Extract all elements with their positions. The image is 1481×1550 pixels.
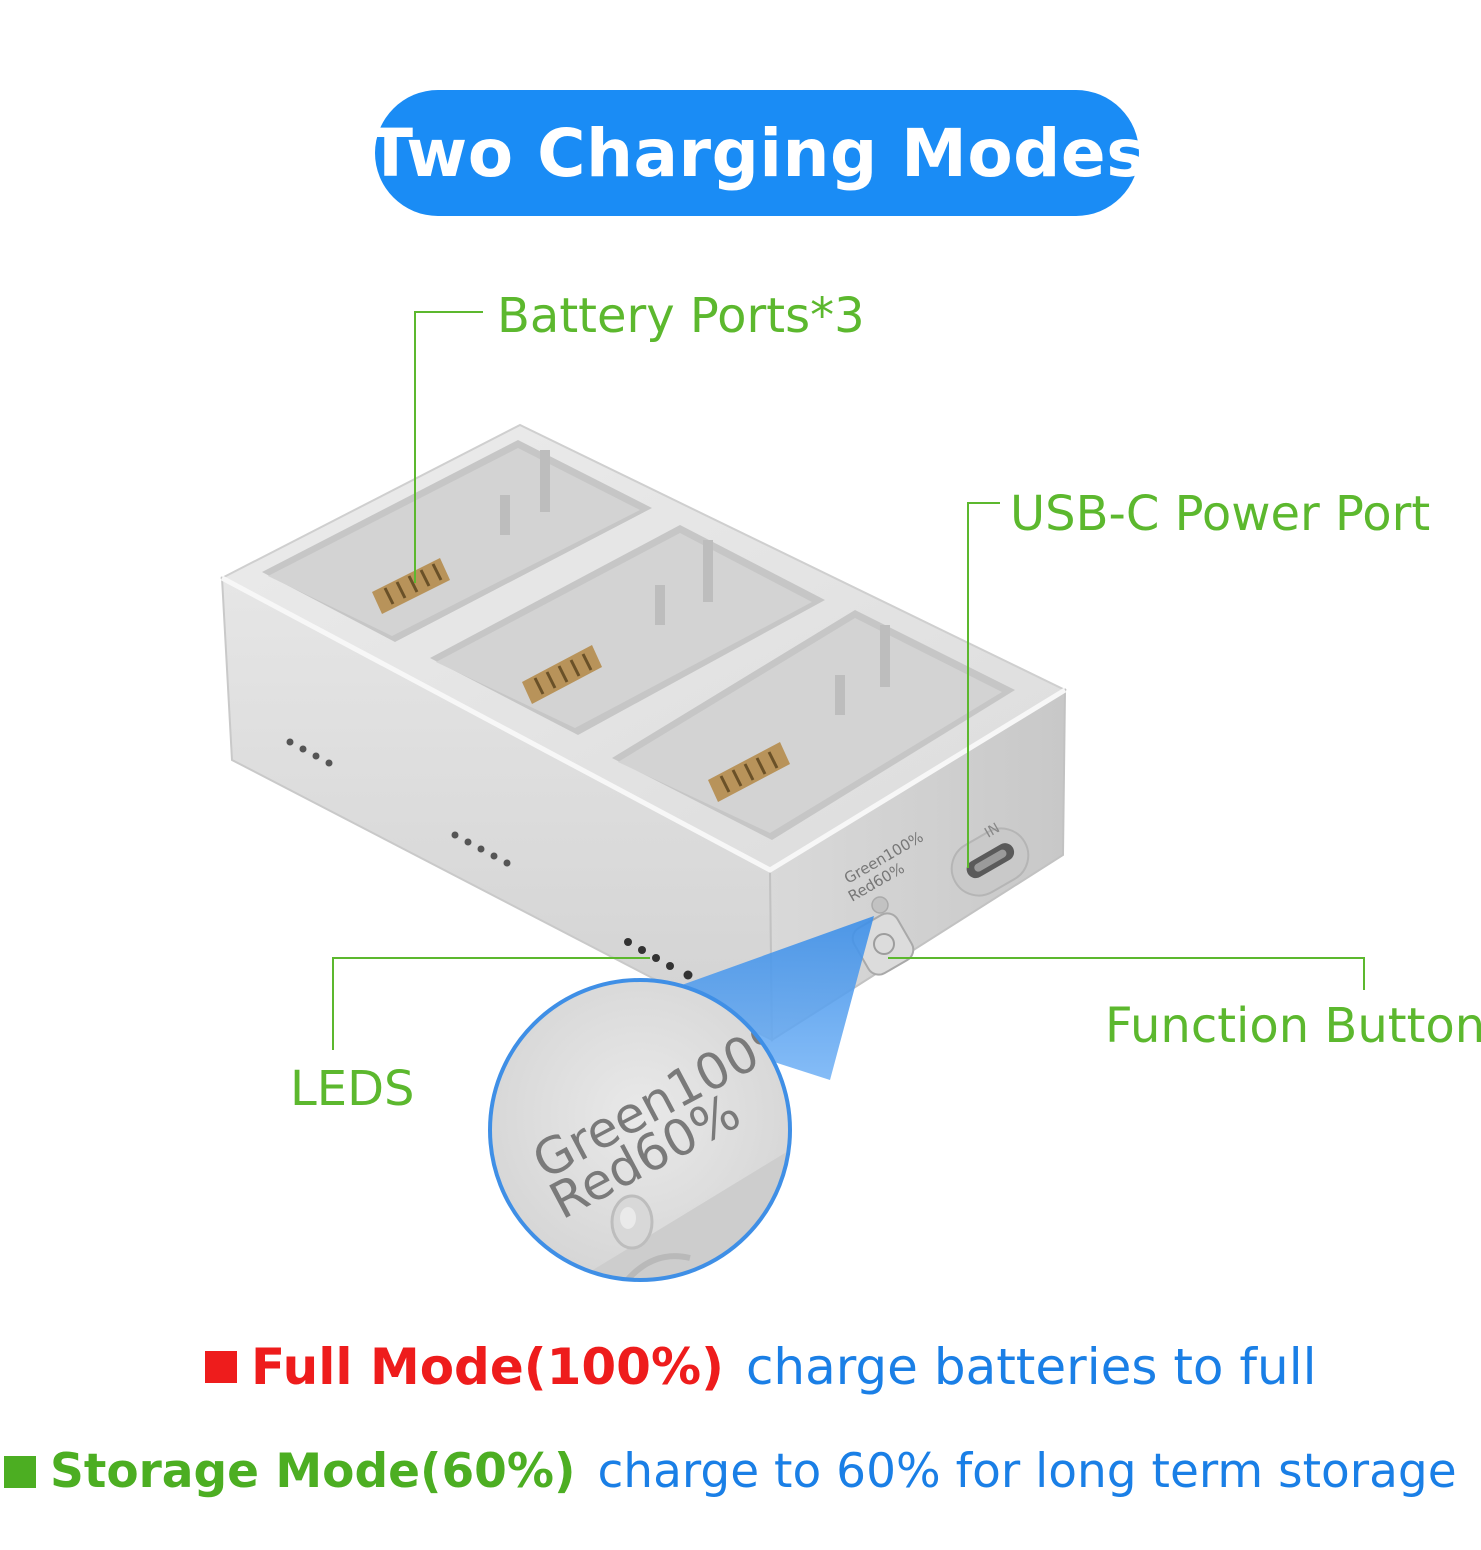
- device-print-in: IN: [982, 820, 1003, 841]
- full-mode-name: Full Mode(100%): [251, 1338, 724, 1396]
- usb-c-port[interactable]: [942, 819, 1038, 906]
- storage-mode-description: charge to 60% for long term storage: [597, 1444, 1457, 1499]
- page-title: Two Charging Modes: [368, 114, 1146, 192]
- led-dots: [624, 938, 693, 980]
- full-mode-description: charge batteries to full: [745, 1338, 1317, 1396]
- callout-function-button: Function Button: [1105, 998, 1481, 1054]
- red-square-icon: [205, 1351, 237, 1383]
- status-led: [871, 896, 889, 914]
- storage-mode-name: Storage Mode(60%): [50, 1444, 576, 1499]
- battery-slot-2: [430, 525, 825, 735]
- battery-slot-3: [612, 610, 1015, 840]
- battery-contacts: [522, 645, 602, 704]
- zoom-beam: [612, 916, 874, 1080]
- callout-battery-ports: Battery Ports*3: [497, 288, 865, 344]
- callout-leds: LEDS: [290, 1061, 415, 1117]
- storage-mode-line: Storage Mode(60%) charge to 60% for long…: [4, 1448, 1457, 1495]
- title-banner: Two Charging Modes: [368, 90, 1145, 216]
- battery-slot-1: [262, 440, 652, 642]
- callout-lines: [332, 311, 1365, 1050]
- battery-contacts: [372, 558, 450, 614]
- full-mode-line: Full Mode(100%) charge batteries to full: [205, 1342, 1317, 1392]
- green-square-icon: [4, 1455, 36, 1488]
- callout-usb-c-port: USB-C Power Port: [1010, 486, 1431, 542]
- vent-dots: [286, 738, 511, 867]
- battery-contacts: [708, 742, 790, 802]
